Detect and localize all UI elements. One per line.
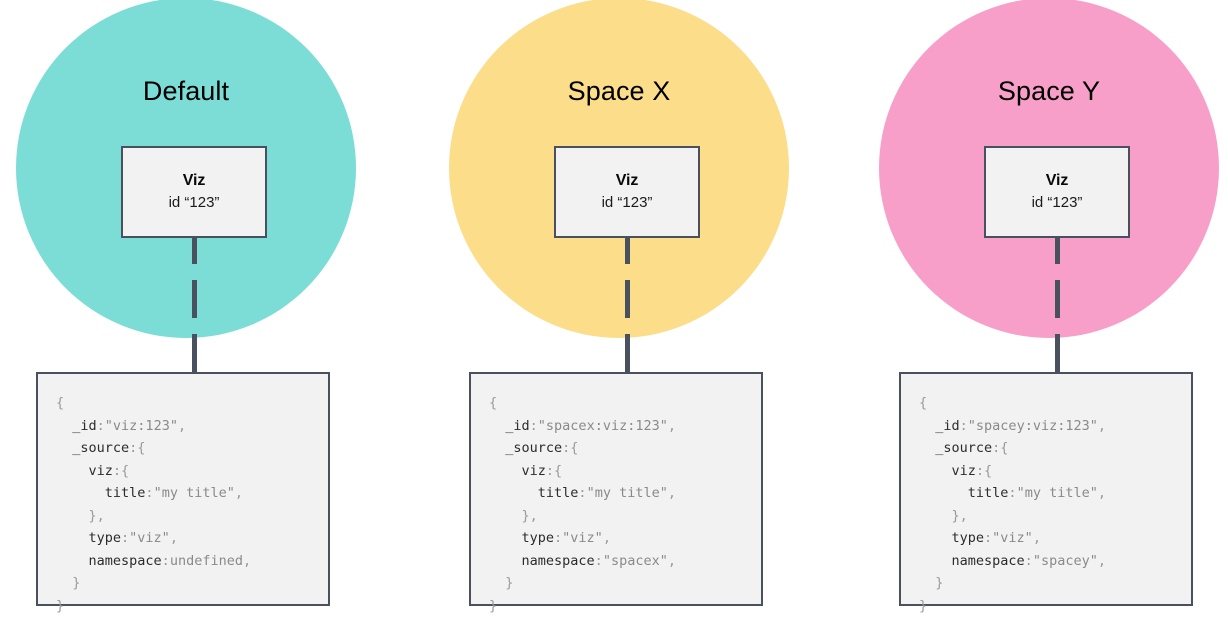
viz-node-default: Viz id “123”: [121, 146, 267, 238]
viz-node-title: Viz: [182, 172, 206, 189]
viz-node-title: Viz: [615, 172, 639, 189]
viz-node-id: id “123”: [1031, 194, 1083, 211]
space-label-default: Default: [142, 76, 230, 106]
dashed-connector-icon: [625, 238, 630, 373]
space-label-spacey: Space Y: [997, 76, 1101, 106]
viz-node-title: Viz: [1045, 172, 1069, 189]
document-box-default: { _id:"viz:123", _source:{ viz:{ title:"…: [36, 372, 330, 614]
space-group-default: Default Viz id “123” { _id:"viz:123", _s…: [0, 0, 391, 622]
viz-node-spacex: Viz id “123”: [554, 146, 700, 238]
document-box-spacex: { _id:"spacex:viz:123", _source:{ viz:{ …: [469, 372, 763, 614]
document-code-spacex: { _id:"spacex:viz:123", _source:{ viz:{ …: [489, 395, 676, 614]
space-group-spacey: Space Y Viz id “123” { _id:"spacey:viz:1…: [844, 0, 1228, 622]
document-box-spacey: { _id:"spacey:viz:123", _source:{ viz:{ …: [899, 372, 1193, 614]
viz-node-spacey: Viz id “123”: [984, 146, 1130, 238]
viz-node-id: id “123”: [168, 194, 220, 211]
viz-node-id: id “123”: [601, 194, 653, 211]
document-code-default: { _id:"viz:123", _source:{ viz:{ title:"…: [56, 395, 252, 614]
dashed-connector-icon: [192, 238, 197, 373]
dashed-connector-icon: [1055, 238, 1060, 373]
space-group-spacex: Space X Viz id “123” { _id:"spacex:viz:1…: [414, 0, 824, 622]
space-label-spacex: Space X: [567, 76, 671, 106]
document-code-spacey: { _id:"spacey:viz:123", _source:{ viz:{ …: [919, 395, 1106, 614]
